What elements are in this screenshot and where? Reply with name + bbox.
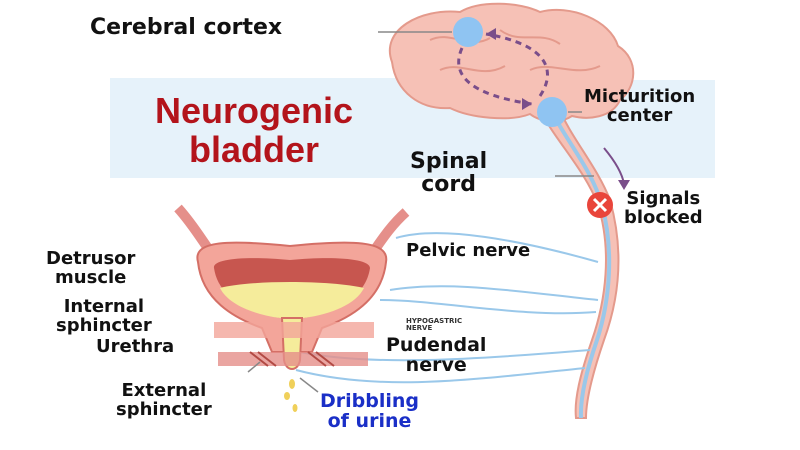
pelvic-nerve-label: Pelvic nerve	[406, 240, 531, 261]
signal-arrow	[603, 147, 625, 185]
pudendal-nerve-label: Pudendal nerve	[386, 334, 487, 376]
micturition-center-label: Micturition center	[584, 86, 696, 126]
signals-blocked-label: Signals blocked	[624, 188, 703, 228]
external-sphincter-label-2: sphincter	[116, 398, 212, 420]
descending-pathway	[457, 47, 533, 106]
urine	[220, 282, 364, 318]
urine-drop-3	[292, 404, 298, 412]
dribbling-label-1: Dribbling	[320, 390, 420, 412]
micturition-center-node	[537, 97, 567, 127]
urine-drop-1	[289, 379, 295, 389]
hypogastric-nerve-line	[379, 299, 597, 315]
urethra-label: Urethra	[96, 336, 175, 357]
title-band	[110, 78, 400, 178]
signals-blocked-label-1: Signals	[626, 188, 701, 209]
external-sphincter-label-1: External	[121, 380, 207, 401]
detrusor-muscle-label-2: muscle	[55, 266, 127, 288]
external-sphincter-label: External sphincter	[116, 380, 212, 420]
dribbling-label: Dribbling of urine	[320, 390, 420, 432]
ascending-pathway	[485, 32, 549, 97]
title-line-2: bladder	[188, 128, 320, 170]
cerebral-cortex-label: Cerebral cortex	[90, 15, 283, 40]
spinal-cord-label-1: Spinal	[410, 149, 488, 174]
internal-sphincter-label: Internal sphincter	[56, 296, 152, 336]
spinal-cord-label: Spinal cord	[410, 150, 487, 196]
diagram-title: Neurogenic bladder	[108, 90, 400, 170]
detrusor-muscle-label: Detrusor muscle	[46, 248, 136, 288]
internal-sphincter-label-1: Internal	[63, 296, 145, 317]
hypogastric-nerve-label: HYPOGASTRIC NERVE	[406, 317, 463, 333]
hypogastric-nerve-label-2: NERVE	[406, 324, 433, 333]
pudendal-nerve-label-2: nerve	[405, 353, 467, 376]
brain	[388, 2, 635, 122]
signals-blocked-label-2: blocked	[624, 206, 703, 228]
cerebral-cortex-node	[453, 17, 483, 47]
spinal-nerve-line	[550, 111, 612, 419]
dribbling-label-2: of urine	[327, 409, 412, 432]
pudendal-nerve-label-1: Pudendal	[386, 334, 487, 356]
internal-sphincter	[214, 322, 374, 338]
micturition-center-label-1: Micturition	[584, 86, 696, 107]
title-line-1: Neurogenic	[154, 90, 354, 131]
micturition-center-label-2: center	[606, 104, 673, 126]
urine-drop-2	[284, 392, 290, 400]
spinal-cord-label-2: cord	[421, 172, 476, 198]
detrusor-muscle-label-1: Detrusor	[46, 248, 136, 269]
pelvic-nerve-line	[395, 232, 599, 263]
external-sphincter	[218, 352, 368, 366]
hypogastric-nerve-label-1: HYPOGASTRIC	[406, 317, 463, 325]
internal-sphincter-label-2: sphincter	[56, 314, 152, 336]
